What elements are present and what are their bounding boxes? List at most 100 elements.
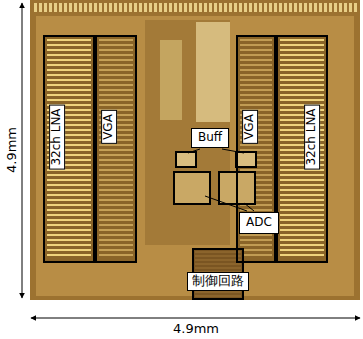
- channel-stripe: [99, 249, 133, 250]
- channel-stripe: [240, 49, 272, 50]
- bond-pad: [149, 3, 152, 12]
- channel-stripe: [99, 144, 133, 145]
- circuit-block: [278, 37, 326, 261]
- channel-stripe: [47, 79, 91, 81]
- channel-stripe: [240, 104, 272, 105]
- bond-pad: [114, 3, 117, 12]
- channel-stripe: [99, 199, 133, 200]
- logic-row: [195, 268, 241, 269]
- channel-stripe: [47, 49, 91, 51]
- channel-stripe: [47, 229, 91, 231]
- channel-stripe: [47, 234, 91, 236]
- block-label: 32ch LNA: [304, 104, 320, 169]
- channel-stripe: [240, 69, 272, 70]
- bond-pad: [44, 3, 47, 12]
- bond-pad: [299, 3, 302, 12]
- bond-pad: [219, 3, 222, 12]
- block-label: VGA: [242, 110, 258, 144]
- chip-die: [30, 0, 360, 300]
- buffer-block: [176, 152, 196, 167]
- channel-stripe: [280, 209, 324, 211]
- channel-stripe: [240, 239, 272, 240]
- channel-stripe: [99, 39, 133, 40]
- channel-stripe: [99, 159, 133, 160]
- channel-stripe: [240, 169, 272, 170]
- bond-pad: [194, 3, 197, 12]
- bias-block: [160, 40, 182, 120]
- bond-pad: [49, 3, 52, 12]
- channel-stripe: [47, 219, 91, 221]
- bond-pad: [134, 3, 137, 12]
- bond-pad: [279, 3, 282, 12]
- die-body: [30, 0, 360, 300]
- channel-stripe: [240, 244, 272, 245]
- channel-stripe: [280, 199, 324, 201]
- channel-stripe: [280, 244, 324, 246]
- channel-stripe: [99, 44, 133, 45]
- bond-pad: [204, 3, 207, 12]
- bond-pad: [314, 3, 317, 12]
- channel-stripe: [47, 214, 91, 216]
- channel-stripe: [280, 239, 324, 241]
- bond-pad: [74, 3, 77, 12]
- control-region: 制御回路: [192, 248, 244, 300]
- channel-stripe: [99, 189, 133, 190]
- channel-stripe: [280, 49, 324, 51]
- bond-pad: [344, 3, 347, 12]
- channel-stripe: [47, 209, 91, 211]
- channel-stripe: [240, 84, 272, 85]
- channel-stripe: [280, 74, 324, 76]
- bond-pad: [79, 3, 82, 12]
- adc-block: [174, 172, 210, 204]
- channel-stripe: [99, 154, 133, 155]
- channel-stripe: [280, 69, 324, 71]
- channel-stripe: [280, 94, 324, 96]
- bond-pad: [239, 3, 242, 12]
- bond-pad: [124, 3, 127, 12]
- channel-stripe: [99, 209, 133, 210]
- channel-stripe: [280, 229, 324, 231]
- channel-stripe: [240, 149, 272, 150]
- channel-stripe: [47, 179, 91, 181]
- bond-pad: [229, 3, 232, 12]
- bond-pad: [289, 3, 292, 12]
- channel-stripe: [240, 64, 272, 65]
- channel-stripe: [240, 249, 272, 250]
- logic-row: [195, 256, 241, 257]
- logic-row: [195, 264, 241, 265]
- channel-stripe: [280, 89, 324, 91]
- channel-stripe: [47, 59, 91, 61]
- bond-pad: [54, 3, 57, 12]
- channel-stripe: [99, 244, 133, 245]
- leader-line: [244, 203, 254, 211]
- channel-stripe: [240, 254, 272, 255]
- bond-pad: [184, 3, 187, 12]
- block-label: 32ch LNA: [49, 104, 65, 169]
- bond-pad: [234, 3, 237, 12]
- logic-row: [195, 292, 241, 293]
- channel-stripe: [99, 239, 133, 240]
- channel-stripe: [47, 199, 91, 201]
- channel-stripe: [99, 59, 133, 60]
- bond-pad: [84, 3, 87, 12]
- channel-stripe: [47, 194, 91, 196]
- channel-stripe: [240, 79, 272, 80]
- channel-stripe: [99, 104, 133, 105]
- bond-pad: [199, 3, 202, 12]
- channel-stripe: [47, 184, 91, 186]
- channel-stripe: [280, 214, 324, 216]
- bond-pad: [69, 3, 72, 12]
- bond-pad: [34, 3, 37, 12]
- bond-pad: [209, 3, 212, 12]
- bond-pad: [349, 3, 352, 12]
- channel-stripe: [99, 99, 133, 100]
- bond-pad: [274, 3, 277, 12]
- channel-stripe: [280, 84, 324, 86]
- lna-region: 32ch LNA: [276, 35, 328, 263]
- channel-stripe: [99, 64, 133, 65]
- bias-block: [196, 22, 230, 122]
- channel-stripe: [47, 89, 91, 91]
- bond-pad: [94, 3, 97, 12]
- bond-pad: [174, 3, 177, 12]
- channel-stripe: [280, 59, 324, 61]
